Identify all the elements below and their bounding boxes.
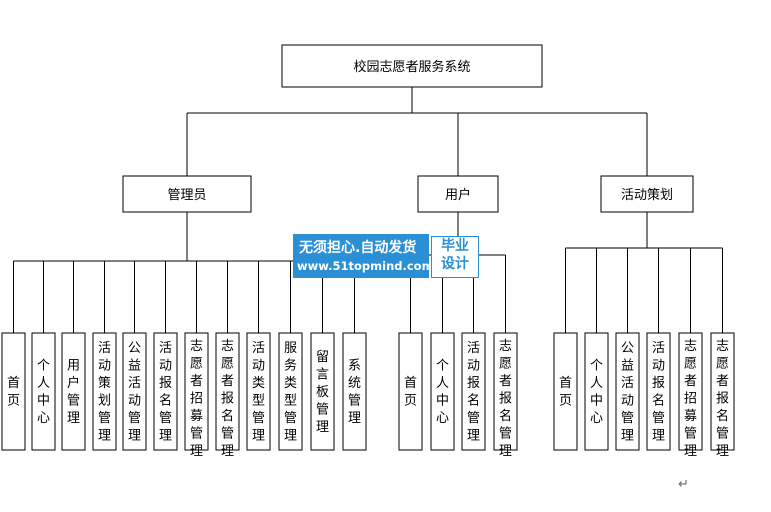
- leaf-node: 活动报名管理: [461, 332, 486, 451]
- root-node-label: 校园志愿者服务系统: [353, 59, 470, 75]
- watermark-slogan: 无须担心.自动发货: [299, 240, 417, 256]
- watermark-banner: 无须担心.自动发货 www.51topmind.com: [293, 234, 434, 278]
- leaf-node-label: 首页: [7, 376, 20, 409]
- leaf-node: 个人中心: [430, 332, 455, 451]
- leaf-node-label: 活动策划管理: [98, 341, 111, 444]
- root-node: 校园志愿者服务系统: [281, 44, 543, 88]
- leaf-node: 活动类型管理: [246, 332, 271, 451]
- leaf-node: 留言板管理: [310, 332, 335, 451]
- leaf-node: 志愿者招募管理: [184, 332, 209, 459]
- leaf-node-label: 活动类型管理: [252, 341, 265, 444]
- category-user-label: 用户: [445, 187, 471, 203]
- leaf-node: 活动报名管理: [646, 332, 671, 451]
- leaf-node: 志愿者报名管理: [215, 332, 240, 459]
- leaf-node: 志愿者招募管理: [678, 332, 703, 459]
- leaf-node-label: 志愿者招募管理: [684, 339, 697, 459]
- leaf-node: 首页: [398, 332, 423, 451]
- leaf-node: 服务类型管理: [278, 332, 303, 451]
- watermark-badge: 毕业 设计: [431, 236, 479, 278]
- leaf-node-label: 个人中心: [590, 359, 603, 427]
- leaf-node-label: 公益活动管理: [621, 341, 634, 444]
- leaf-node-label: 个人中心: [436, 359, 449, 427]
- category-planner-label: 活动策划: [621, 187, 673, 203]
- leaf-node-label: 首页: [404, 376, 417, 409]
- category-planner: 活动策划: [600, 175, 694, 213]
- leaf-node: 志愿者报名管理: [493, 332, 518, 459]
- leaf-node: 用户管理: [61, 332, 86, 451]
- leaf-node-label: 志愿者报名管理: [716, 339, 729, 459]
- leaf-node: 首页: [1, 332, 26, 451]
- category-admin-label: 管理员: [167, 188, 206, 203]
- watermark-badge-line2: 设计: [441, 256, 469, 272]
- leaf-node-label: 志愿者报名管理: [221, 339, 234, 459]
- leaf-node-label: 系统管理: [348, 359, 361, 427]
- leaf-node: 公益活动管理: [122, 332, 147, 451]
- leaf-node-label: 活动报名管理: [467, 341, 480, 444]
- leaf-node-label: 志愿者招募管理: [190, 339, 203, 459]
- leaf-node: 活动报名管理: [153, 332, 178, 451]
- watermark-url: www.51topmind.com: [297, 259, 434, 273]
- watermark-badge-line1: 毕业: [441, 238, 469, 254]
- leaf-node-label: 活动报名管理: [159, 341, 172, 444]
- connector-lines: [13, 87, 723, 333]
- leaf-node-label: 用户管理: [67, 359, 80, 427]
- category-user: 用户: [417, 175, 499, 213]
- watermark: 无须担心.自动发货 www.51topmind.com 毕业 设计: [293, 234, 479, 278]
- leaf-node: 系统管理: [342, 332, 367, 451]
- leaf-node-label: 留言板管理: [316, 350, 329, 435]
- leaf-node: 首页: [553, 332, 578, 451]
- leaf-node-label: 公益活动管理: [128, 341, 141, 444]
- leaf-node: 志愿者报名管理: [710, 332, 735, 459]
- leaf-node: 个人中心: [31, 332, 56, 451]
- leaf-node: 个人中心: [584, 332, 609, 451]
- leaf-node-label: 首页: [559, 376, 572, 409]
- leaf-node-label: 活动报名管理: [652, 341, 665, 444]
- category-admin: 管理员: [122, 175, 252, 213]
- leaf-node: 公益活动管理: [615, 332, 640, 451]
- leaf-node: 活动策划管理: [92, 332, 117, 451]
- paragraph-mark-icon: ↵: [678, 477, 689, 492]
- leaf-node-label: 服务类型管理: [284, 341, 297, 444]
- leaf-node-label: 志愿者报名管理: [499, 339, 512, 459]
- leaf-node-label: 个人中心: [37, 359, 50, 427]
